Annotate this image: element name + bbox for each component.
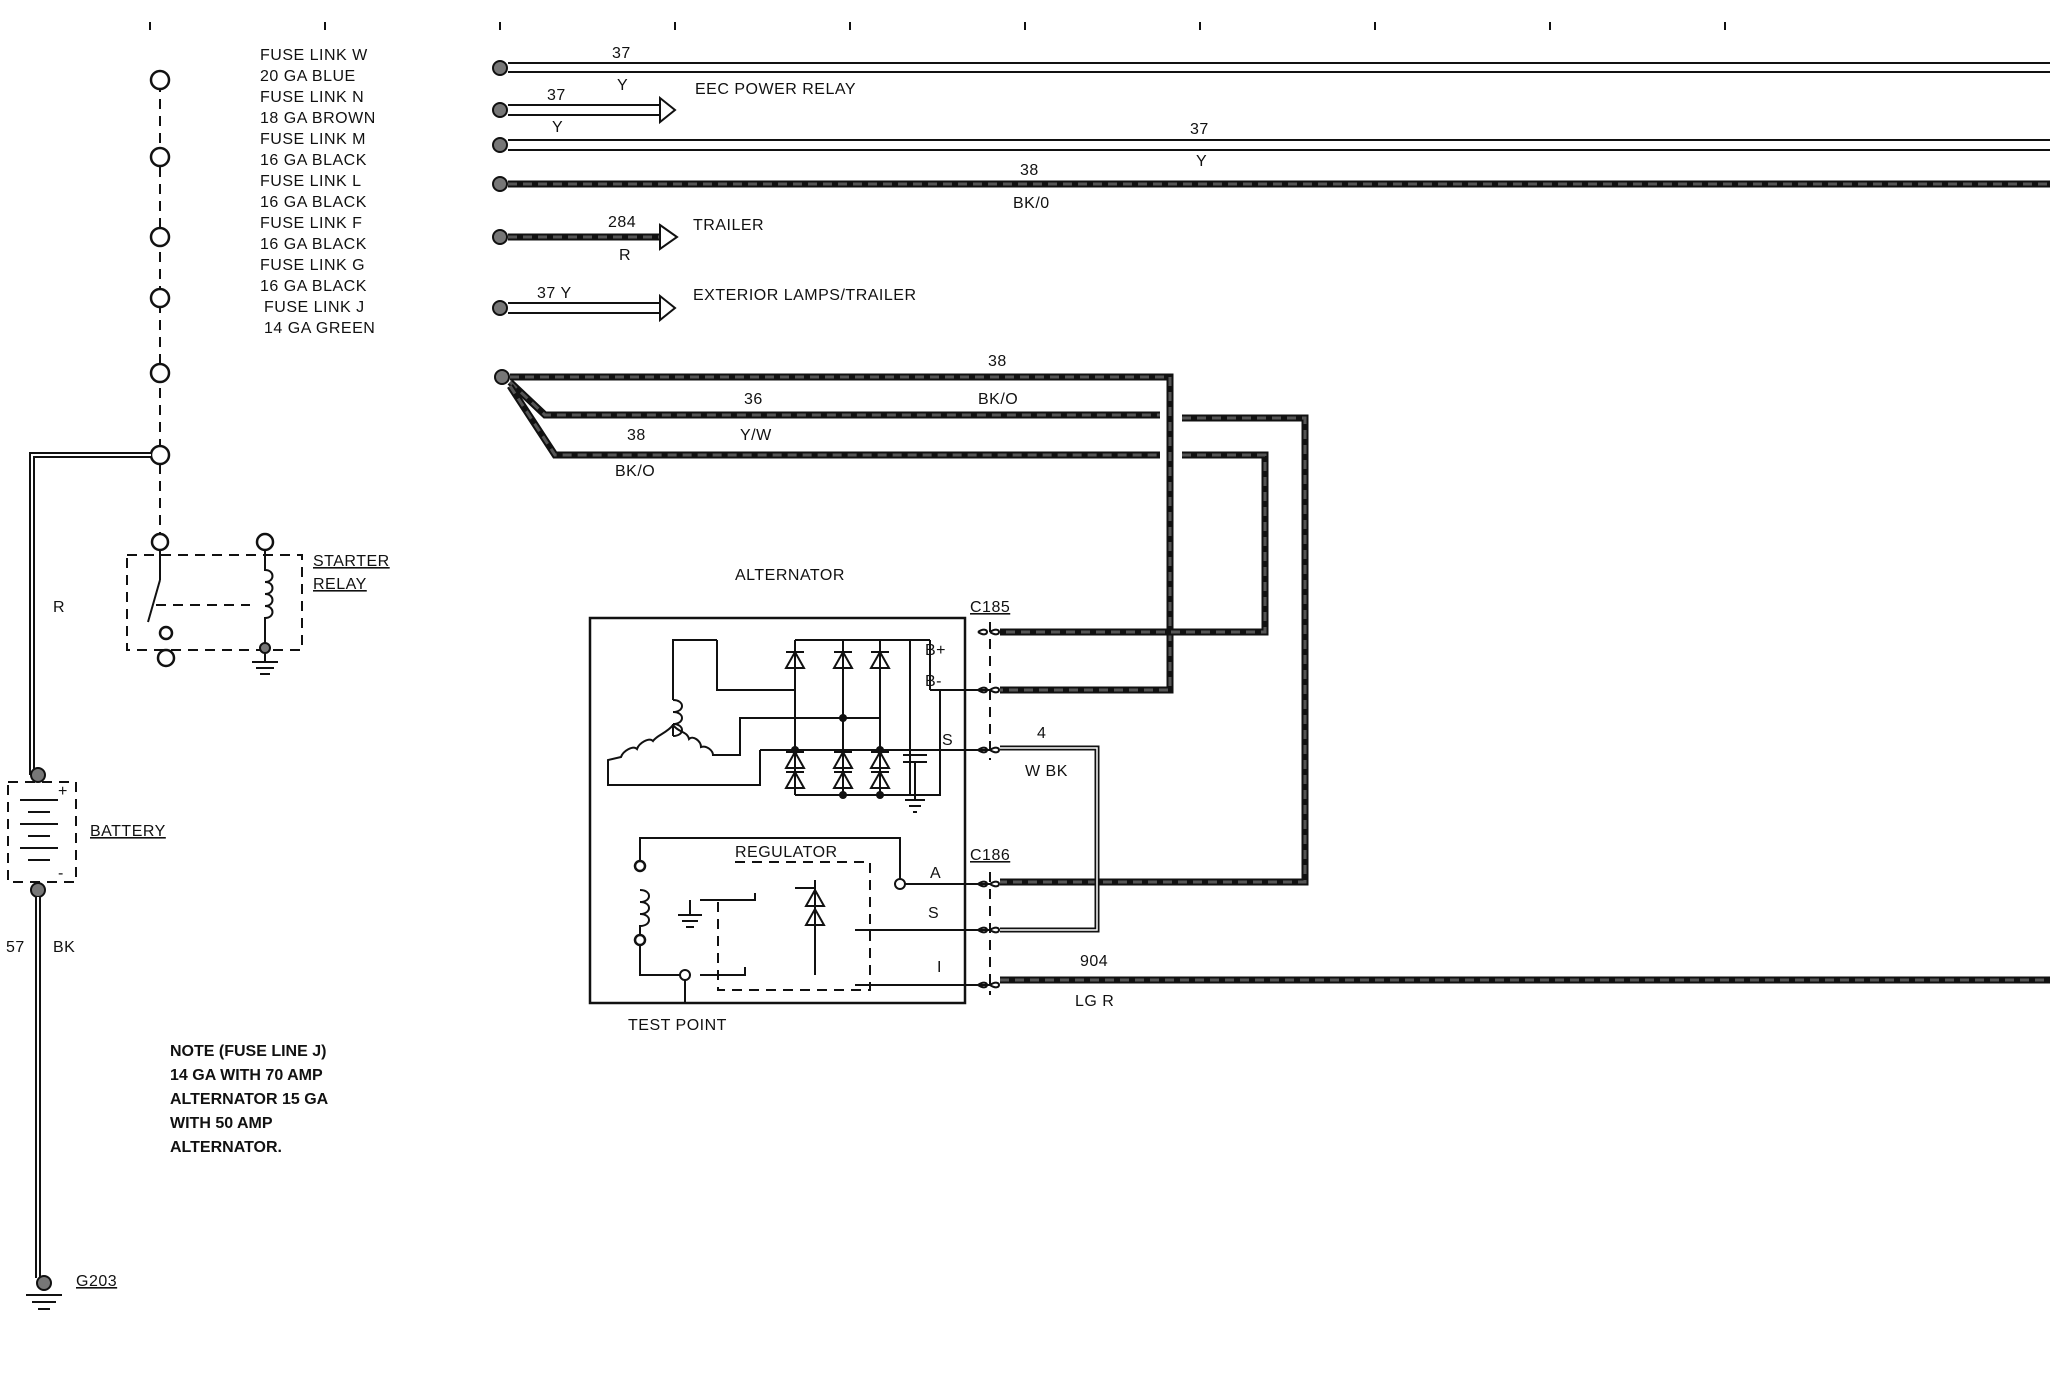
fuse-link-chain [149,69,171,466]
fuse-link-gauge: 14 GA GREEN [264,320,375,337]
pin-label: B- [925,673,942,690]
eec-power-relay-wire: 37 Y EEC POWER RELAY [492,81,856,136]
fuse-link-label: FUSE LINK M [260,131,366,148]
ignition-wire: 904 LG R [1000,953,2050,1010]
pin-label: B+ [925,642,946,659]
pin-label: S [928,905,939,922]
starter-relay: STARTER RELAY [126,464,390,675]
wire-number: 38 [988,353,1007,370]
exterior-lamps-wire: 37 Y EXTERIOR LAMPS/TRAILER [492,285,917,323]
fuse-link-gauge: 20 GA BLUE [260,68,356,85]
fuse-link-node [149,226,171,248]
fuse-link-label: FUSE LINK J [264,299,365,316]
fuse-link-node [149,287,171,309]
trailer-label: TRAILER [693,217,764,234]
note-line: WITH 50 AMP [170,1115,273,1132]
connector-c185: C185 [970,599,1010,760]
fuse-link-node [149,444,171,466]
wire-number: 38 [627,427,646,444]
fuse-link-gauge: 16 GA BLACK [260,194,367,211]
pin-label: I [937,959,942,976]
stator-wire: 4 W BK [1000,725,1100,933]
wire-color: Y [617,77,628,94]
fuse-link-label: FUSE LINK F [260,215,362,232]
wire-color: Y [1196,153,1207,170]
wire-color: BK/0 [1013,195,1050,212]
regulator-label: REGULATOR [735,844,838,861]
wire-color: Y/W [740,427,772,444]
battery: + - BATTERY [7,767,166,898]
frame-ticks [149,22,1726,30]
fuse-link-gauge: 16 GA BLACK [260,278,367,295]
wire-color: W BK [1025,763,1068,780]
pin-label: S [942,732,953,749]
note-line: NOTE (FUSE LINE J) [170,1043,326,1060]
fuse-link-gauge: 16 GA BLACK [260,152,367,169]
fuse-link-node [149,69,171,91]
connector-c186: C186 [970,847,1010,995]
note-line: ALTERNATOR 15 GA [170,1091,329,1108]
battery-minus-sign: - [58,865,64,882]
wire-color: BK/O [978,391,1018,408]
rectifier-diodes [784,640,891,799]
exterior-lamps-label: EXTERIOR LAMPS/TRAILER [693,287,917,304]
wire-number: 36 [744,391,763,408]
ground-wire: 57 BK G203 [6,897,117,1310]
wire-color: R [619,247,631,264]
fuse-link-label: FUSE LINK N [260,89,364,106]
fuse-link-label: FUSE LINK G [260,257,365,274]
wire-color: Y [552,119,563,136]
battery-positive-wire: R [29,452,151,775]
starter-relay-label: STARTER [313,553,390,570]
note-line: 14 GA WITH 70 AMP [170,1067,323,1084]
starter-relay-label: RELAY [313,576,367,593]
fuse-link-node [149,146,171,168]
alternator-label: ALTERNATOR [735,567,845,584]
regulator: REGULATOR [633,837,990,1003]
ground-wire-color: BK [53,939,75,956]
wire-color: LG R [1075,993,1114,1010]
ground-wire-number: 57 [6,939,25,956]
battery-wire-color: R [53,599,65,616]
eec-power-relay-label: EEC POWER RELAY [695,81,856,98]
wire-38-long: 38 BK/0 [492,162,2050,212]
battery-plus-sign: + [58,783,68,800]
wire-number-color: 37 Y [537,285,572,302]
wire-number: 37 [1190,121,1209,138]
c185-label: C185 [970,599,1010,616]
test-point-label: TEST POINT [628,1017,727,1034]
battery-label: BATTERY [90,823,166,840]
trailer-wire: 284 R TRAILER [492,214,764,264]
wire-number: 904 [1080,953,1108,970]
fuse-link-gauge: 18 GA BROWN [260,110,376,127]
alternator: ALTERNATOR [588,567,990,1034]
wire-number: 4 [1037,725,1046,742]
alternator-feed-bundle: 38 BK/O 36 Y/W 38 BK/O [494,353,1309,886]
c186-label: C186 [970,847,1010,864]
note-line: ALTERNATOR. [170,1139,282,1156]
ground-label: G203 [76,1273,117,1290]
wire-color: BK/O [615,463,655,480]
wire-number: 38 [1020,162,1039,179]
wire-number: 37 [547,87,566,104]
wire-number: 284 [608,214,636,231]
wire-37-long: 37 Y [492,121,2050,170]
wire-number: 37 [612,45,631,62]
fuse-link-label: FUSE LINK L [260,173,362,190]
top-wire-37-long: 37 Y [492,45,2050,94]
fuse-note: NOTE (FUSE LINE J) 14 GA WITH 70 AMP ALT… [170,1043,329,1156]
fuse-link-labels: FUSE LINK W 20 GA BLUE FUSE LINK N 18 GA… [260,47,376,337]
fuse-link-node [149,362,171,384]
fuse-link-label: FUSE LINK W [260,47,368,64]
pin-label: A [930,865,941,882]
fuse-link-gauge: 16 GA BLACK [260,236,367,253]
